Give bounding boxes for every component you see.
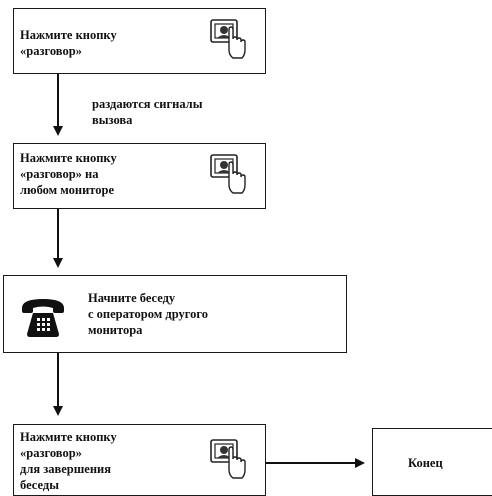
step-box-1 bbox=[13, 8, 266, 74]
end-text: Конец bbox=[408, 456, 443, 470]
step-3-text: Начните беседу с оператором другого мони… bbox=[88, 291, 208, 337]
step-1-text: Нажмите кнопку «разговор» bbox=[20, 28, 117, 58]
step-4-text: Нажмите кнопку «разговор» для завершения… bbox=[20, 430, 117, 492]
step-box-2 bbox=[13, 143, 266, 209]
call-button-icon bbox=[210, 154, 246, 194]
call-button-icon bbox=[210, 439, 246, 479]
step-box-4 bbox=[13, 424, 266, 496]
call-button-icon bbox=[210, 19, 246, 59]
arrow-note-1: раздаются сигналы вызова bbox=[92, 97, 203, 127]
telephone-icon bbox=[22, 299, 64, 337]
step-box-3 bbox=[3, 275, 347, 353]
step-2-text: Нажмите кнопку «разговор» на любом монит… bbox=[20, 151, 117, 197]
